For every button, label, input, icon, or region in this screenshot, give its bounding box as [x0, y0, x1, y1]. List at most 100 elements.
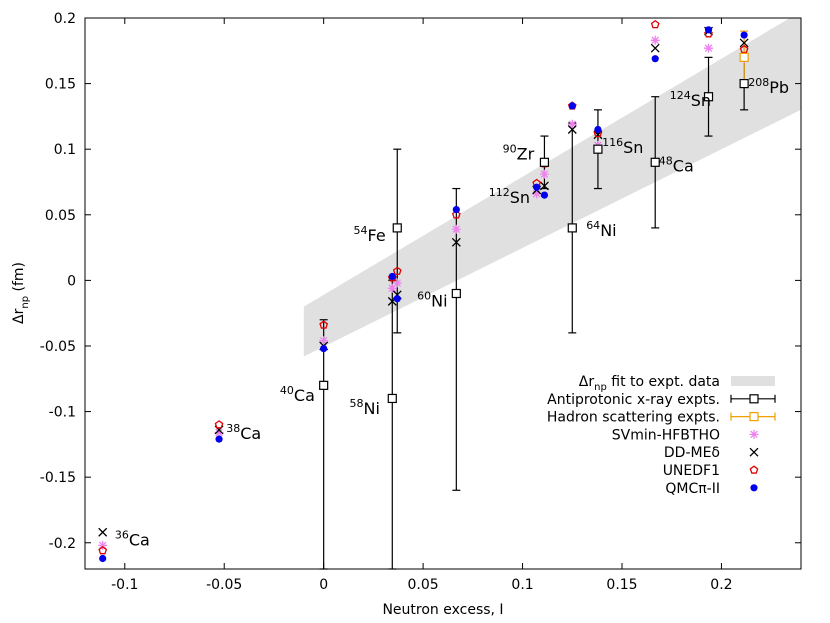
legend-band-swatch — [731, 376, 775, 386]
element-symbol: Ca — [129, 530, 150, 549]
mass-number: 48 — [659, 154, 673, 167]
data-point — [214, 428, 224, 438]
data-point — [451, 210, 461, 219]
data-point — [739, 78, 749, 89]
element-symbol: Ca — [673, 156, 694, 175]
data-point — [539, 181, 549, 191]
x-tick-label: -0.05 — [206, 577, 242, 593]
nucleus-label: 208Pb — [748, 76, 789, 97]
legend-label: Antiprotonic x-ray expts. — [547, 392, 720, 408]
nucleus-label: 112Sn — [489, 186, 530, 207]
x-tick-label: 0 — [319, 577, 328, 593]
data-point — [392, 266, 402, 275]
data-point — [651, 55, 659, 63]
nucleus-label: 64Ni — [586, 219, 616, 240]
y-tick-label: -0.1 — [49, 405, 76, 421]
nucleus-label: 48Ca — [659, 154, 694, 175]
data-point — [739, 38, 749, 48]
data-point — [532, 189, 542, 199]
data-point — [650, 19, 660, 29]
data-point — [593, 144, 603, 154]
mass-number: 124 — [670, 89, 691, 102]
data-point — [319, 320, 329, 329]
mass-number: 90 — [503, 143, 517, 156]
mass-number: 54 — [354, 224, 368, 237]
y-axis-title: Δrnp (fm) — [11, 262, 31, 324]
data-point — [740, 31, 748, 39]
data-point — [387, 393, 397, 404]
data-point — [214, 420, 224, 429]
data-point — [650, 35, 660, 45]
data-point — [392, 223, 402, 233]
legend-band-suffix: fit to expt. data — [607, 374, 720, 390]
plot-frame — [84, 17, 802, 570]
data-point — [99, 554, 107, 563]
data-point — [319, 336, 329, 346]
element-symbol: Ca — [294, 386, 315, 405]
mass-number: 38 — [226, 422, 240, 435]
legend-label: SVmin-HFBTHO — [612, 427, 720, 443]
mass-number: 40 — [280, 384, 294, 397]
legend-label: Δrnp fit to expt. data — [579, 374, 720, 393]
data-point — [451, 224, 461, 234]
nucleus-label: 40Ca — [280, 384, 315, 405]
data-point — [533, 183, 541, 191]
data-point — [594, 125, 602, 134]
nucleus-label: 54Fe — [354, 224, 386, 245]
data-point — [739, 44, 749, 54]
nucleus-label: 116Sn — [602, 136, 643, 157]
nucleus-label: 38Ca — [226, 422, 261, 443]
legend-marker — [749, 447, 759, 457]
fit-band — [303, 18, 801, 357]
y-tick-label: -0.15 — [40, 470, 76, 486]
data-point — [540, 191, 549, 199]
data-point — [452, 205, 460, 214]
mass-number: 60 — [417, 290, 431, 303]
x-tick-label: 0.2 — [710, 577, 732, 593]
data-point — [650, 157, 660, 167]
x-axis-title: Neutron excess, I — [382, 602, 503, 618]
data-point — [319, 380, 329, 390]
element-symbol: Sn — [510, 188, 530, 207]
x-tick-label: 0.15 — [606, 577, 637, 593]
legend-label: Hadron scattering expts. — [547, 410, 720, 426]
data-point — [98, 546, 108, 555]
x-tick-label: 0.1 — [511, 577, 533, 593]
data-point — [739, 52, 749, 62]
mass-number: 64 — [586, 219, 600, 232]
data-point — [567, 119, 577, 129]
data-point — [567, 125, 577, 134]
y-axis-title-sub: np — [20, 296, 31, 309]
data-point — [387, 283, 397, 293]
y-tick-label: 0.05 — [45, 208, 76, 224]
data-point — [704, 26, 713, 34]
data-point — [392, 278, 402, 288]
data-point — [704, 43, 714, 53]
legend-band-main: Δr — [579, 374, 595, 390]
mass-number: 58 — [350, 397, 364, 410]
data-point — [320, 345, 328, 353]
nucleus-label: 90Zr — [503, 143, 535, 164]
element-symbol: Ni — [431, 292, 447, 311]
element-symbol: Ni — [600, 221, 616, 240]
nucleus-label: 58Ni — [350, 397, 380, 418]
data-point — [650, 43, 660, 53]
y-tick-label: 0.15 — [45, 77, 76, 93]
legend-marker — [749, 429, 759, 439]
y-tick-label: -0.2 — [49, 536, 76, 552]
legend-label: QMCπ-II — [665, 481, 720, 497]
data-point — [393, 295, 401, 303]
element-symbol: Pb — [769, 78, 789, 97]
element-symbol: Sn — [691, 91, 711, 110]
fit-band-layer — [303, 18, 801, 357]
legend-marker — [749, 394, 759, 404]
mass-number: 208 — [748, 76, 769, 89]
data-point — [703, 92, 714, 102]
y-tick-label: 0.2 — [54, 11, 76, 27]
data-point — [98, 540, 108, 550]
data-point — [98, 527, 108, 537]
element-symbol: Zr — [517, 145, 535, 164]
y-axis-title-main: Δr — [11, 308, 27, 324]
